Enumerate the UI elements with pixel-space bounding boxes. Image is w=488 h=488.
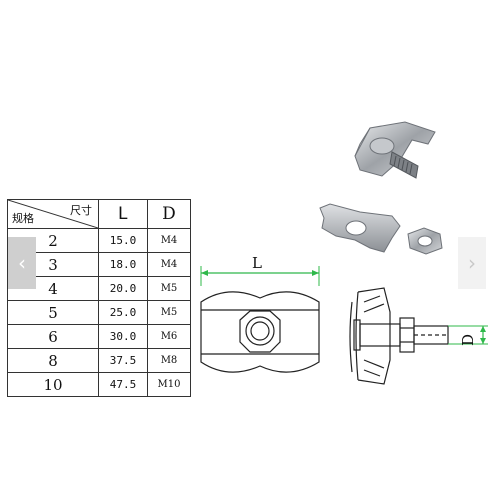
front-view-drawing — [200, 266, 320, 373]
header-L: L — [98, 199, 148, 229]
thread-cell: M8 — [147, 348, 191, 373]
diameter-dimension-line — [448, 325, 488, 345]
clip-front-outline — [200, 291, 320, 373]
thread-cell: M5 — [147, 276, 191, 301]
header-dimension-label: 尺寸 — [70, 204, 92, 217]
length-cell: 20.0 — [98, 276, 148, 301]
diameter-label: D — [459, 333, 478, 347]
prev-image-button[interactable]: ‹ — [8, 237, 36, 289]
table-header-row: 尺寸 规格 L D — [7, 199, 191, 229]
size-cell: 8 — [7, 348, 99, 373]
diagonal-divider — [8, 200, 98, 228]
length-cell: 25.0 — [98, 300, 148, 325]
thread-cell: M6 — [147, 324, 191, 349]
size-cell: 10 — [7, 372, 99, 397]
size-cell: 6 — [7, 324, 99, 349]
thread-cell: M4 — [147, 252, 191, 277]
chevron-right-icon: › — [468, 251, 476, 275]
length-cell: 47.5 — [98, 372, 148, 397]
side-view-drawing — [349, 287, 488, 385]
thread-cell: M10 — [147, 372, 191, 397]
length-cell: 15.0 — [98, 228, 148, 253]
clip-side-outline — [349, 287, 449, 385]
product-photo — [319, 121, 443, 255]
length-cell: 30.0 — [98, 324, 148, 349]
next-image-button[interactable]: › — [458, 237, 486, 289]
header-D: D — [147, 199, 191, 229]
header-diagonal-cell: 尺寸 规格 — [7, 199, 99, 229]
thread-cell: M4 — [147, 228, 191, 253]
length-cell: 37.5 — [98, 348, 148, 373]
header-spec-label: 规格 — [12, 212, 34, 225]
length-dimension-line — [200, 266, 320, 286]
thread-cell: M5 — [147, 300, 191, 325]
size-cell: 5 — [7, 300, 99, 325]
chevron-left-icon: ‹ — [18, 251, 26, 275]
length-label: L — [252, 254, 262, 272]
saddle-plate-image — [319, 203, 401, 253]
clip-body-image — [354, 121, 436, 179]
hex-nut-image — [407, 227, 443, 255]
length-cell: 18.0 — [98, 252, 148, 277]
